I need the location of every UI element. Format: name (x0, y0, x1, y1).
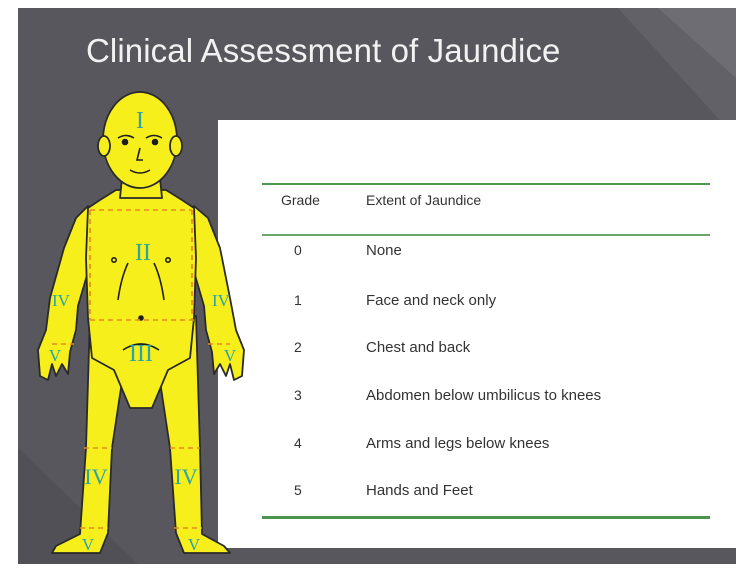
zone-label-left-hand: V (49, 346, 62, 365)
zone-label-right-hand: V (224, 346, 237, 365)
zone-label-left-foot: V (82, 535, 95, 554)
zone-label-head: I (136, 108, 144, 134)
jaundice-body-zones-figure: I II III IV IV V V IV IV V V (18, 8, 736, 564)
presentation-slide: Clinical Assessment of Jaundice Grade Ex… (18, 8, 736, 564)
zone-label-right-forearm: IV (212, 291, 231, 310)
zone-label-right-leg: IV (174, 464, 197, 489)
zone-label-chest: II (135, 240, 151, 266)
zone-label-right-foot: V (188, 535, 201, 554)
left-ear-shape (98, 136, 110, 156)
zone-label-left-leg: IV (84, 464, 107, 489)
right-ear-shape (170, 136, 182, 156)
zone-label-abdomen: III (129, 341, 153, 367)
zone-label-left-forearm: IV (52, 291, 71, 310)
